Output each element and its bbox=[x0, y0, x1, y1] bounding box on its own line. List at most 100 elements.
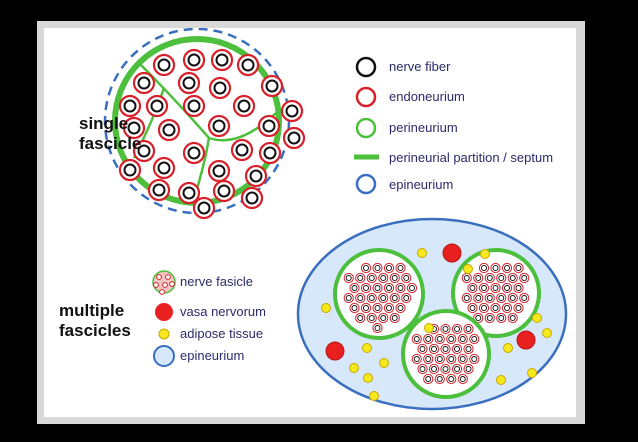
nerve-fiber bbox=[372, 302, 383, 314]
nerve-fiber bbox=[411, 333, 422, 345]
nerve-fiber-ring bbox=[380, 275, 387, 281]
nerve-fiber bbox=[118, 94, 142, 118]
nerve-fiber-ring bbox=[265, 79, 279, 93]
single-fascicle-title: single fascicle bbox=[79, 114, 141, 154]
nerve-fiber bbox=[451, 343, 463, 355]
nerve-fiber-ring bbox=[436, 376, 443, 383]
nerve-fiber bbox=[434, 333, 445, 345]
nerve-fiber-ring bbox=[465, 346, 472, 353]
nerve-fiber bbox=[446, 373, 457, 385]
nerve-fiber-ring bbox=[425, 336, 432, 343]
nerve-fiber bbox=[478, 262, 490, 274]
nerve-fiber-ring bbox=[498, 275, 505, 281]
nerve-fiber-ring bbox=[152, 183, 166, 197]
legend-label-vasa-nervorum: vasa nervorum bbox=[180, 304, 266, 319]
nerve-fiber-ring bbox=[386, 285, 392, 292]
nerve-fiber-ring bbox=[363, 265, 369, 271]
nerve-fiber bbox=[417, 363, 428, 375]
nerve-fiber-ring bbox=[475, 315, 482, 322]
nerve-fiber-ring bbox=[442, 326, 449, 332]
nerve-fiber-ring bbox=[287, 131, 301, 145]
adipose-dot bbox=[321, 303, 331, 313]
nerve-fascicle bbox=[451, 248, 541, 338]
nerve-fiber bbox=[461, 272, 472, 284]
nerve-fiber-ring bbox=[215, 53, 229, 67]
nerve-fiber-ring bbox=[498, 295, 505, 302]
nerve-fiber bbox=[469, 353, 480, 365]
nerve-fiber bbox=[406, 282, 418, 294]
nerve-fiber-ring bbox=[187, 53, 201, 67]
legend-label-endoneurium: endoneurium bbox=[389, 89, 465, 104]
nerve-fiber-ring bbox=[363, 305, 369, 312]
nerve-fiber-ring bbox=[481, 285, 487, 292]
red-ring-icon bbox=[355, 86, 377, 108]
fascicle-icon-fiber bbox=[156, 274, 162, 280]
adipose-dot bbox=[480, 249, 490, 259]
nerve-fiber-ring bbox=[521, 295, 528, 302]
nerve-fiber bbox=[257, 114, 281, 138]
nerve-fiber bbox=[478, 282, 490, 294]
nerve-fiber bbox=[378, 292, 389, 304]
nerve-fiber bbox=[423, 353, 434, 365]
nerve-fiber-ring bbox=[403, 275, 410, 281]
nerve-fiber-ring bbox=[397, 265, 404, 271]
vasa-nervorum-dot bbox=[516, 330, 536, 350]
legend-label-nerve-fasicle: nerve fasicle bbox=[180, 274, 253, 289]
nerve-fiber-ring bbox=[351, 285, 358, 292]
nerve-fiber bbox=[513, 262, 524, 274]
nerve-fiber bbox=[355, 272, 366, 284]
nerve-fiber-ring bbox=[448, 376, 455, 383]
nerve-fiber-ring bbox=[391, 315, 398, 322]
nerve-fiber-ring bbox=[391, 295, 398, 302]
nerve-fiber bbox=[457, 373, 468, 385]
nerve-fiber bbox=[157, 118, 181, 142]
nerve-fiber bbox=[366, 272, 377, 284]
nerve-fiber bbox=[177, 71, 201, 95]
nerve-fiber-ring bbox=[127, 121, 141, 135]
nerve-fiber bbox=[343, 272, 354, 284]
nerve-fiber-ring bbox=[486, 315, 493, 322]
nerve-fiber bbox=[378, 272, 389, 284]
nerve-fiber-ring bbox=[235, 143, 249, 157]
nerve-fiber bbox=[473, 272, 484, 284]
fascicle-icon-fiber bbox=[159, 289, 165, 295]
nerve-fiber-ring bbox=[197, 201, 211, 215]
nerve-fiber bbox=[349, 302, 360, 314]
nerve-fiber bbox=[417, 343, 428, 355]
nerve-fiber bbox=[132, 139, 156, 163]
nerve-fiber bbox=[484, 312, 495, 324]
nerve-fiber-ring bbox=[509, 315, 516, 322]
fascicle-icon-fiber bbox=[169, 281, 175, 287]
nerve-fiber bbox=[182, 94, 206, 118]
nerve-fiber bbox=[360, 302, 372, 314]
title-line: multiple bbox=[59, 301, 125, 320]
legend-label-septum: perineurial partition / septum bbox=[389, 150, 554, 165]
nerve-fiber-ring bbox=[486, 295, 493, 302]
nerve-fiber bbox=[132, 71, 156, 95]
nerve-fiber-ring bbox=[345, 275, 352, 281]
nerve-fiber-ring bbox=[368, 275, 375, 281]
nerve-fiber bbox=[401, 292, 412, 304]
nerve-fiber bbox=[230, 138, 254, 162]
nerve-fiber-ring bbox=[386, 305, 392, 312]
adipose-dot bbox=[417, 248, 427, 258]
nerve-fiber bbox=[207, 159, 231, 183]
nerve-fiber bbox=[152, 156, 176, 180]
title-line: fascicles bbox=[59, 321, 131, 340]
adipose-dot bbox=[424, 323, 434, 333]
adipose-dot bbox=[532, 313, 542, 323]
nerve-fiber-ring bbox=[413, 356, 420, 363]
nerve-fiber bbox=[280, 99, 304, 123]
nerve-fiber-ring bbox=[419, 346, 426, 353]
nerve-fiber-ring bbox=[475, 275, 482, 281]
nerve-fiber bbox=[457, 333, 468, 345]
nerve-fiber-ring bbox=[391, 275, 398, 281]
nerve-fiber bbox=[378, 312, 389, 324]
nerve-fiber bbox=[440, 343, 451, 355]
nerve-fiber-ring bbox=[469, 285, 476, 292]
nerve-fiber bbox=[513, 282, 524, 294]
nerve-fiber bbox=[383, 282, 395, 294]
nerve-fiber-ring bbox=[368, 315, 375, 322]
blue-ring-icon bbox=[355, 173, 377, 195]
nerve-fiber-ring bbox=[471, 356, 478, 363]
